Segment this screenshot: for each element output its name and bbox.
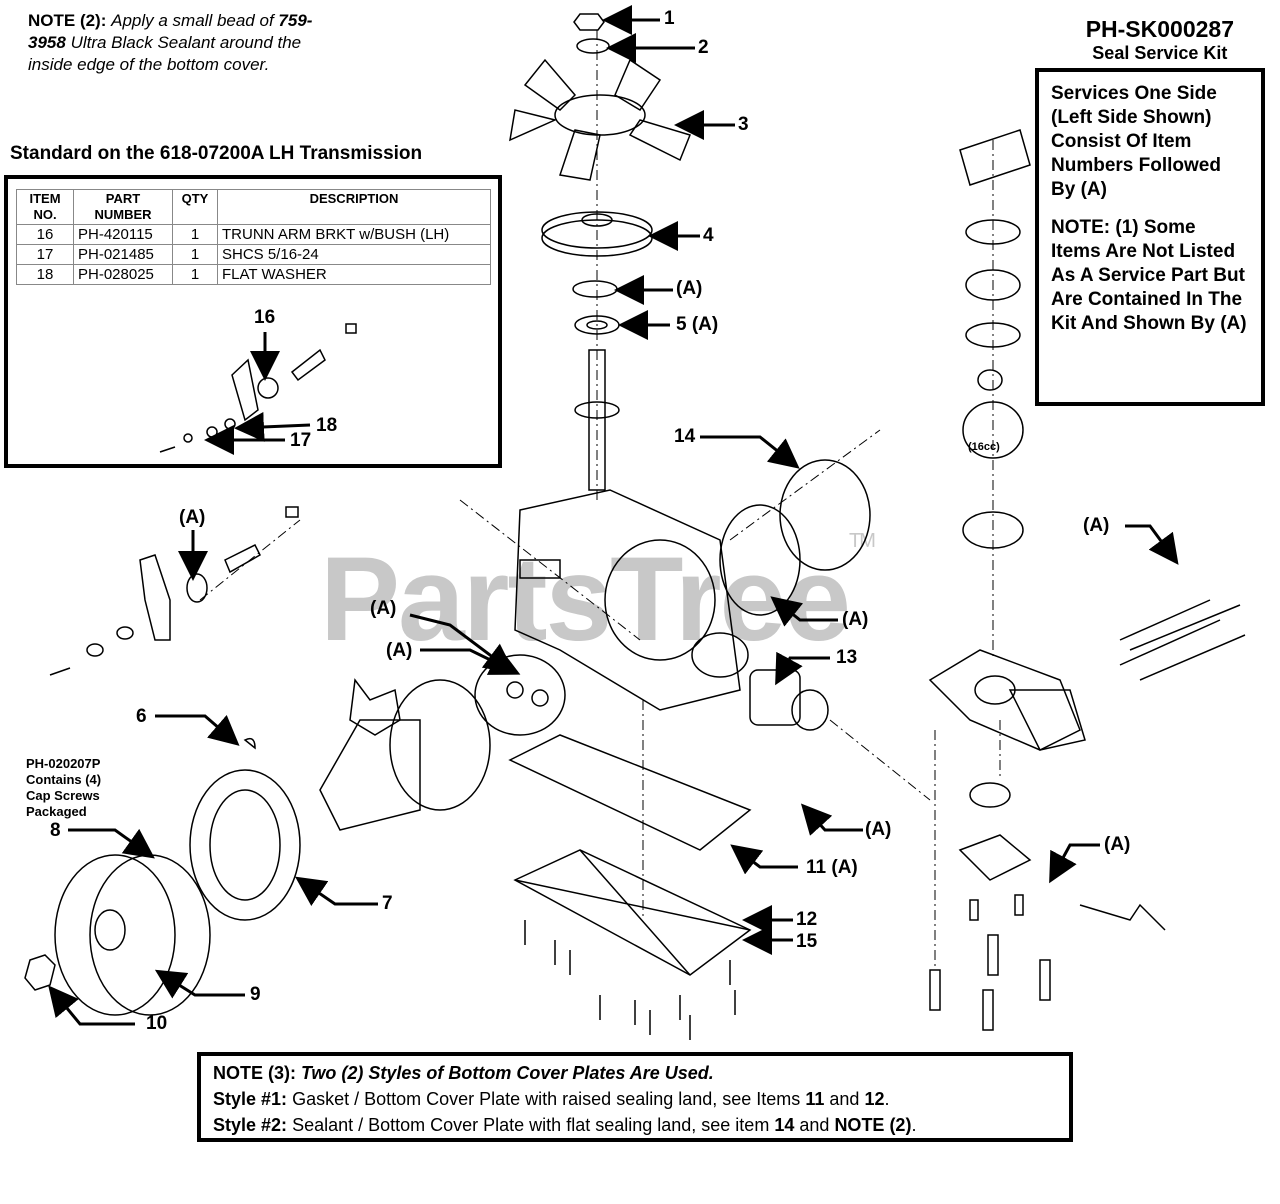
callout-10: 10	[146, 1013, 168, 1034]
gasket-11-part	[508, 734, 752, 851]
header-part: PART NUMBER	[73, 189, 173, 225]
fan-part	[509, 58, 692, 181]
callout-13: 13	[836, 647, 858, 668]
note-3-style-2: Style #2: Sealant / Bottom Cover Plate w…	[213, 1115, 917, 1135]
callout-8: 8	[50, 820, 61, 841]
cell-item: 16	[16, 224, 74, 245]
cell-description: SHCS 5/16-24	[217, 244, 491, 265]
header-qty: QTY	[172, 189, 218, 225]
note-3-style-1: Style #1: Gasket / Bottom Cover Plate wi…	[213, 1089, 890, 1109]
callout-a-left: (A)	[179, 507, 206, 528]
cell-item: 18	[16, 264, 74, 285]
cell-qty: 1	[172, 244, 218, 265]
hub-9-part	[54, 854, 211, 1016]
lower-bolts-parts	[929, 894, 1051, 1031]
standard-parts-title: Standard on the 618-07200A LH Transmissi…	[10, 143, 423, 164]
cell-part: PH-420115	[73, 224, 173, 245]
axle-assembly-part	[319, 678, 491, 831]
callout-1: 1	[664, 8, 675, 29]
kit-title: PH-SK000287 Seal Service Kit	[1086, 16, 1234, 64]
cell-description: FLAT WASHER	[217, 264, 491, 285]
callout-18: 18	[316, 415, 338, 436]
cover-14-part	[779, 459, 871, 571]
table-row: 17 PH-021485 1 SHCS 5/16-24	[16, 244, 491, 265]
bottom-cover-12-part	[513, 849, 752, 976]
o-ring-parts	[474, 654, 566, 736]
callout-a-cover: (A)	[842, 609, 869, 630]
pump-displacement-label: (16cc)	[968, 441, 1000, 453]
table-row: 18 PH-028025 1 FLAT WASHER	[16, 264, 491, 285]
cell-qty: 1	[172, 224, 218, 245]
nut-part	[573, 13, 605, 31]
charge-pump-part	[958, 782, 1032, 881]
watermark: PartsTreeTM	[320, 530, 876, 666]
callout-4: 4	[703, 225, 714, 246]
callout-a-right-top: (A)	[1083, 515, 1110, 536]
filter-13-part	[749, 669, 829, 731]
callout-5: 5 (A)	[676, 314, 719, 335]
callout-a-right-bot: (A)	[1104, 834, 1131, 855]
note-2: NOTE (2): Apply a small bead of 759-3958…	[28, 11, 313, 74]
callout-a-mid2: (A)	[386, 640, 413, 661]
callout-9: 9	[250, 984, 261, 1005]
cell-part: PH-028025	[73, 264, 173, 285]
kit-services-text: Services One Side (Left Side Shown) Cons…	[1051, 83, 1221, 200]
pump-stack-parts	[959, 129, 1031, 549]
callout-a-right-mid: (A)	[865, 819, 892, 840]
header-description: DESCRIPTION	[217, 189, 491, 225]
note-3-box: NOTE (3): Two (2) Styles of Bottom Cover…	[197, 1052, 1073, 1142]
kit-info-box: Services One Side (Left Side Shown) Cons…	[1035, 68, 1265, 406]
callout-16: 16	[254, 307, 276, 328]
cell-part: PH-021485	[73, 244, 173, 265]
standard-parts-box: ITEM NO. PART NUMBER QTY DESCRIPTION 16 …	[4, 175, 502, 468]
gasket-a-part	[719, 504, 801, 616]
callout-14: 14	[674, 426, 696, 447]
center-section-part	[928, 649, 1086, 751]
kit-part-number: PH-SK000287	[1085, 16, 1234, 42]
callout-2: 2	[698, 37, 709, 58]
cell-qty: 1	[172, 264, 218, 285]
callout-3: 3	[738, 114, 749, 135]
bypass-rod-part	[1079, 903, 1166, 931]
retainer-part	[576, 38, 610, 54]
callout-a-mid1: (A)	[370, 598, 397, 619]
brake-assembly-7-part	[189, 769, 301, 921]
snap-ring-part	[572, 280, 618, 298]
callout-a-top: (A)	[676, 278, 703, 299]
cap-screw-note: PH-020207P Contains (4) Cap Screws Packa…	[26, 756, 102, 819]
nut-10-part	[24, 954, 56, 991]
standard-parts-table: ITEM NO. PART NUMBER QTY DESCRIPTION 16 …	[16, 189, 491, 285]
callout-17: 17	[290, 430, 312, 451]
callout-15: 15	[796, 931, 818, 952]
kit-name: Seal Service Kit	[1092, 43, 1228, 63]
trunnion-bracket-part	[49, 506, 299, 676]
note-3-heading: NOTE (3): Two (2) Styles of Bottom Cover…	[213, 1063, 714, 1083]
cell-description: TRUNN ARM BRKT w/BUSH (LH)	[217, 224, 491, 245]
table-row: 16 PH-420115 1 TRUNN ARM BRKT w/BUSH (LH…	[16, 224, 491, 245]
long-bolts-parts	[1119, 599, 1246, 681]
cell-item: 17	[16, 244, 74, 265]
transmission-housing-part	[514, 489, 749, 711]
bolt-parts	[524, 920, 736, 1040]
key-6-part	[243, 737, 256, 750]
kit-note-1: NOTE: (1) Some Items Are Not Listed As A…	[1051, 217, 1247, 334]
callout-6: 6	[136, 706, 147, 727]
callout-7: 7	[382, 893, 393, 914]
callout-12: 12	[796, 909, 818, 930]
callout-arrows	[48, 5, 1179, 1026]
header-item: ITEM NO.	[16, 189, 74, 225]
callout-11: 11 (A)	[806, 857, 858, 878]
